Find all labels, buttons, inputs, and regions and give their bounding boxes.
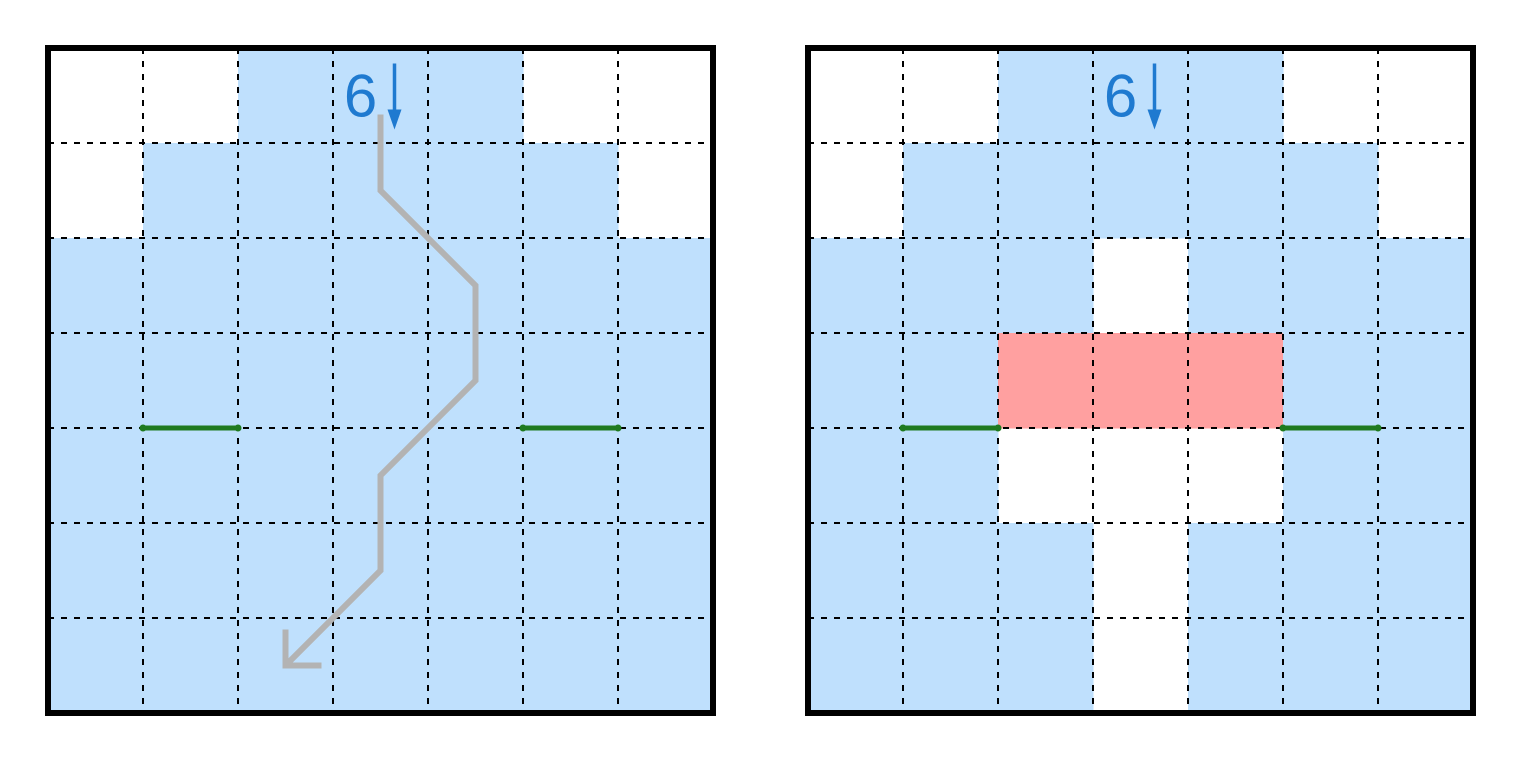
- shaded-cell: [808, 523, 904, 619]
- shaded-cell: [998, 618, 1094, 714]
- wall-endpoint: [1374, 424, 1382, 432]
- shaded-cell: [903, 333, 999, 429]
- shaded-cell: [1093, 143, 1189, 239]
- shaded-cell: [1093, 48, 1189, 144]
- shaded-cell: [1188, 618, 1284, 714]
- wall-endpoint: [899, 424, 907, 432]
- shaded-cell: [523, 618, 619, 714]
- wall-endpoint: [519, 424, 527, 432]
- shaded-cell: [1283, 523, 1379, 619]
- shaded-cell: [428, 48, 524, 144]
- shaded-cell: [1188, 238, 1284, 334]
- highlighted-cell: [1188, 333, 1284, 429]
- shaded-cell: [143, 143, 239, 239]
- shaded-cell: [903, 618, 999, 714]
- down-arrow-icon: [1147, 63, 1162, 130]
- shaded-cell: [428, 523, 524, 619]
- shaded-cell: [48, 428, 144, 524]
- shaded-cell: [998, 48, 1094, 144]
- highlighted-cell: [1093, 333, 1189, 429]
- shaded-cell: [808, 618, 904, 714]
- wall-endpoint: [234, 424, 242, 432]
- shaded-cell: [618, 618, 714, 714]
- shaded-cell: [1188, 523, 1284, 619]
- shaded-cell: [903, 143, 999, 239]
- shaded-cell: [428, 143, 524, 239]
- shaded-cell: [48, 523, 144, 619]
- highlighted-cell: [998, 333, 1094, 429]
- shaded-cell: [523, 238, 619, 334]
- wall-endpoint: [1279, 424, 1287, 432]
- shaded-cell: [48, 333, 144, 429]
- shaded-cell: [238, 428, 334, 524]
- shaded-cell: [903, 428, 999, 524]
- shaded-cell: [238, 238, 334, 334]
- shaded-cell: [998, 238, 1094, 334]
- shaded-cell: [48, 618, 144, 714]
- shaded-cell: [523, 523, 619, 619]
- shaded-cell: [998, 143, 1094, 239]
- shaded-cell: [143, 523, 239, 619]
- shaded-cell: [143, 618, 239, 714]
- shaded-cell: [238, 143, 334, 239]
- shaded-cell: [808, 428, 904, 524]
- shaded-cell: [1283, 333, 1379, 429]
- shaded-cell: [998, 523, 1094, 619]
- wall-endpoint: [614, 424, 622, 432]
- shaded-cell: [238, 523, 334, 619]
- shaded-cell: [523, 333, 619, 429]
- shaded-cell: [1283, 428, 1379, 524]
- panel-border: [805, 45, 1476, 716]
- shaded-cell: [238, 48, 334, 144]
- puzzle-panel-right: 6: [805, 45, 1476, 716]
- shaded-cell: [428, 618, 524, 714]
- path-arrowhead: [282, 629, 322, 669]
- shaded-cell: [618, 523, 714, 619]
- shaded-cell: [1378, 618, 1474, 714]
- shaded-cell: [618, 333, 714, 429]
- shaded-cell: [238, 333, 334, 429]
- wall-endpoint: [139, 424, 147, 432]
- clue-number: 6: [344, 63, 377, 130]
- shaded-cell: [143, 333, 239, 429]
- shaded-cell: [1378, 238, 1474, 334]
- shaded-cell: [1188, 143, 1284, 239]
- shaded-cell: [808, 333, 904, 429]
- shaded-cell: [428, 428, 524, 524]
- shaded-cell: [1188, 48, 1284, 144]
- path-line: [283, 114, 479, 668]
- shaded-cell: [333, 238, 429, 334]
- shaded-cell: [1283, 143, 1379, 239]
- shaded-cell: [618, 238, 714, 334]
- shaded-cell: [523, 143, 619, 239]
- wall-endpoint: [994, 424, 1002, 432]
- panel-border: [45, 45, 716, 716]
- shaded-cell: [143, 238, 239, 334]
- shaded-cell: [903, 523, 999, 619]
- puzzle-panel-left: 6: [45, 45, 716, 716]
- shaded-cell: [48, 238, 144, 334]
- shaded-cell: [523, 428, 619, 524]
- shaded-cell: [618, 428, 714, 524]
- shaded-cell: [808, 238, 904, 334]
- shaded-cell: [1283, 618, 1379, 714]
- shaded-cell: [1378, 333, 1474, 429]
- down-arrow-icon: [387, 63, 402, 130]
- shaded-cell: [143, 428, 239, 524]
- shaded-cell: [903, 238, 999, 334]
- shaded-cell: [333, 333, 429, 429]
- shaded-cell: [333, 618, 429, 714]
- shaded-cell: [1283, 238, 1379, 334]
- shaded-cell: [1378, 523, 1474, 619]
- shaded-cell: [1378, 428, 1474, 524]
- clue-number: 6: [1104, 63, 1137, 130]
